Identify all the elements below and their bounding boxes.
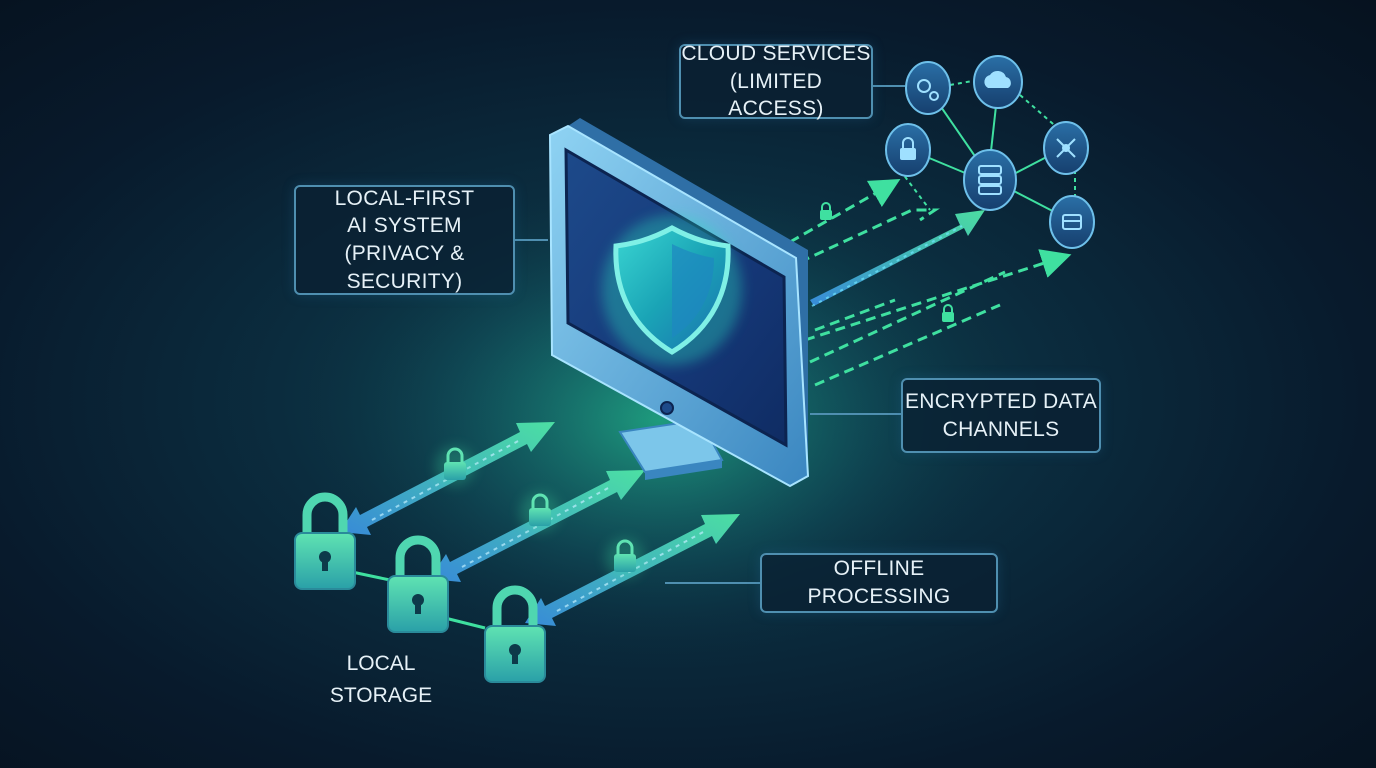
local-storage-label: LOCAL STORAGE (320, 648, 442, 711)
local-storage-line1: LOCAL (346, 652, 416, 675)
server-icon (978, 165, 1002, 195)
monitor-icon (548, 118, 810, 488)
cloud-node-server (963, 149, 1017, 211)
encrypted-channels (789, 179, 1072, 387)
local-storage-line2: STORAGE (329, 683, 433, 707)
leader-lines (514, 85, 905, 584)
lock-icon (900, 137, 916, 160)
cloud-icon (984, 70, 1011, 88)
storage-chain-lines (351, 570, 486, 630)
network-icon (1056, 138, 1076, 158)
cloud-node-storage (1049, 195, 1095, 249)
encrypted-line2: CHANNELS (942, 417, 1060, 441)
padlock-icon (484, 585, 546, 683)
local-first-line1: LOCAL-FIRST (334, 186, 475, 210)
cloud-node-lock (885, 123, 931, 177)
offline-line1: OFFLINE PROCESSING (807, 557, 951, 608)
cloud-node-cloud (973, 55, 1023, 109)
cloud-services-label: CLOUD SERVICES (LIMITED ACCESS) (679, 42, 873, 120)
local-first-line2: AI SYSTEM (347, 214, 462, 238)
cloud-node-gears (905, 61, 951, 115)
channel-lock-icon (942, 304, 954, 322)
shield-icon (602, 215, 742, 365)
main-channel-arrow (810, 210, 985, 306)
offline-processing-label: OFFLINE PROCESSING (760, 553, 998, 613)
padlock-icon (387, 535, 449, 633)
channel-lock-badge (520, 492, 560, 532)
padlock-icon (294, 492, 356, 590)
channel-lock-badge (435, 446, 475, 486)
encrypted-channels-label: ENCRYPTED DATA CHANNELS (901, 378, 1101, 453)
channel-lock-badge (605, 538, 645, 578)
storage-icon (1062, 214, 1082, 230)
channel-lock-icon (820, 202, 832, 220)
encrypted-line1: ENCRYPTED DATA (904, 389, 1098, 413)
cloud-services-title: CLOUD SERVICES (681, 41, 871, 65)
background-glow (300, 170, 1020, 670)
local-first-label: LOCAL-FIRST AI SYSTEM (PRIVACY & SECURIT… (294, 185, 515, 295)
gears-icon (917, 79, 939, 101)
power-button (660, 401, 674, 415)
local-first-line3: (PRIVACY & SECURITY) (344, 242, 465, 293)
cloud-services-subtitle: (LIMITED ACCESS) (728, 69, 824, 121)
cloud-node-network (1043, 121, 1089, 175)
